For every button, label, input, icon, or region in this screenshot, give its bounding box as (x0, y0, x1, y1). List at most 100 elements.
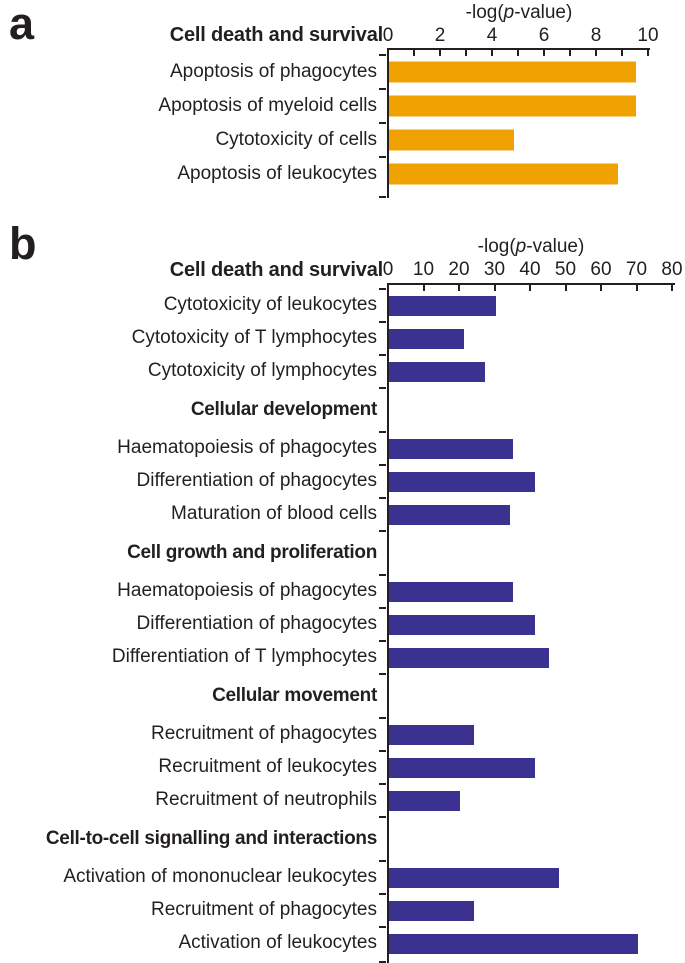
category-label: Activation of leukocytes (178, 932, 377, 954)
bar-row: Activation of mononuclear leukocytes (0, 860, 685, 894)
bar-row: Apoptosis of leukocytes (0, 156, 685, 191)
x-axis-tick-mark (529, 285, 531, 291)
panel-b: b -log(p-value) Cell death and survival … (0, 212, 685, 963)
plot-cell (379, 288, 685, 322)
bar (389, 438, 514, 459)
category-label: Differentiation of phagocytes (136, 613, 377, 635)
plot-cell (379, 321, 685, 355)
bar (389, 614, 535, 635)
bar (389, 95, 636, 117)
bar-row: Cytotoxicity of T lymphocytes (0, 321, 685, 355)
plot-cell (379, 783, 685, 817)
bar (389, 790, 460, 811)
section-header-cell-death-b: Cell death and survival (169, 259, 383, 281)
bar-row: Apoptosis of phagocytes (0, 54, 685, 89)
panel-a-letter: a (9, 0, 35, 49)
bar (389, 295, 496, 316)
empty-plot-cell (379, 530, 685, 575)
bar-row: Cytotoxicity of cells (0, 122, 685, 157)
bar-row: Haematopoiesis of phagocytes (0, 431, 685, 465)
x-axis-tick-mark (621, 50, 623, 56)
x-axis-line-a (387, 48, 650, 56)
category-label: Cytotoxicity of cells (215, 128, 377, 150)
category-label: Differentiation of phagocytes (136, 470, 377, 492)
x-axis-tick-mark (595, 50, 597, 56)
bar-row: Recruitment of neutrophils (0, 783, 685, 817)
category-label: Cytotoxicity of leukocytes (163, 294, 377, 316)
axis-title-prefix: -log( (477, 236, 516, 257)
x-axis-tick-mark (569, 50, 571, 56)
category-label: Recruitment of phagocytes (150, 899, 377, 921)
x-tick-label: 4 (486, 25, 498, 46)
plot-cell (379, 497, 685, 531)
bar-row: Cytotoxicity of leukocytes (0, 288, 685, 322)
x-tick-label: 0 (382, 259, 394, 280)
bar (389, 900, 475, 921)
category-label: Apoptosis of leukocytes (177, 162, 377, 184)
panel-b-letter: b (9, 218, 37, 269)
x-tick-label: 80 (661, 259, 683, 280)
panel-a: a -log(p-value) Cell death and survival … (0, 0, 685, 212)
section-header-row: Cell-to-cell signalling and interactions (0, 816, 685, 861)
section-header-label: Cell growth and proliferation (127, 541, 377, 563)
bar (389, 163, 618, 185)
category-label: Maturation of blood cells (171, 503, 377, 525)
axis-title-suffix: -value) (526, 236, 585, 257)
section-header-cell-death-a: Cell death and survival (169, 24, 383, 46)
axis-title-italic-p: p (503, 2, 515, 23)
plot-cell (379, 88, 685, 123)
bar-row: Recruitment of phagocytes (0, 717, 685, 751)
x-tick-label: 2 (434, 25, 446, 46)
plot-cell (379, 354, 685, 388)
x-tick-label: 50 (554, 259, 577, 280)
x-axis-tick-mark (491, 50, 493, 56)
y-axis-line-b (386, 283, 389, 963)
x-tick-label: 10 (412, 259, 435, 280)
x-axis-title-b: -log(p-value) (388, 236, 674, 258)
section-header-row: Cell growth and proliferation (0, 530, 685, 575)
section-header-label: Cellular movement (212, 684, 377, 706)
plot-cell (379, 717, 685, 751)
bar (389, 361, 485, 382)
bar-row: Cytotoxicity of lymphocytes (0, 354, 685, 388)
plot-cell (379, 750, 685, 784)
x-tick-label: 70 (625, 259, 648, 280)
x-axis-tick-mark (564, 285, 567, 291)
x-tick-label: 20 (448, 259, 470, 280)
bar (389, 581, 514, 602)
x-axis-tick-mark (600, 285, 602, 291)
bar-row: Maturation of blood cells (0, 497, 685, 531)
x-axis-tick-mark (465, 50, 467, 56)
category-label: Apoptosis of myeloid cells (158, 94, 377, 116)
bar (389, 328, 464, 349)
x-tick-label: 10 (637, 25, 659, 46)
axis-title-italic-p: p (515, 236, 527, 257)
x-axis-tick-mark (458, 285, 460, 291)
bar (389, 61, 636, 83)
x-axis-tick-mark (543, 50, 545, 56)
x-axis-tick-mark (635, 285, 638, 291)
bar-row: Differentiation of phagocytes (0, 464, 685, 498)
bar (389, 933, 638, 954)
y-axis-line-a (386, 48, 389, 198)
x-tick-label: 30 (483, 259, 506, 280)
plot-cell (379, 464, 685, 498)
bar-row: Differentiation of phagocytes (0, 607, 685, 641)
bar-row: Differentiation of T lymphocytes (0, 640, 685, 674)
x-axis-tick-mark (517, 50, 519, 56)
bar-row: Activation of leukocytes (0, 926, 685, 960)
category-label: Cytotoxicity of lymphocytes (147, 360, 377, 382)
category-label: Apoptosis of phagocytes (169, 60, 377, 82)
plot-cell (379, 122, 685, 157)
plot-cell (379, 893, 685, 927)
empty-plot-cell (379, 387, 685, 432)
plot-cell (379, 54, 685, 89)
category-label: Cytotoxicity of T lymphocytes (131, 327, 377, 349)
bar (389, 757, 535, 778)
x-axis-tick-mark (671, 285, 673, 291)
bar (389, 471, 535, 492)
